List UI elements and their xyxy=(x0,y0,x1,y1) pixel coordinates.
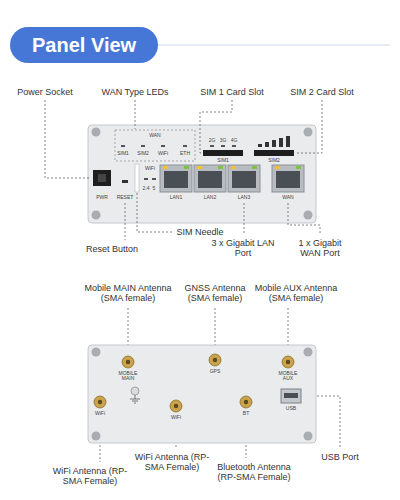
panel-marking: USB xyxy=(281,406,301,411)
panel-marking: WAN xyxy=(140,133,170,138)
callout-label: WiFi Antenna (RP-SMA Female) xyxy=(132,452,212,473)
panel-marking: WiFi xyxy=(90,411,110,416)
header-rule xyxy=(140,45,390,46)
panel-marking: LAN3 xyxy=(229,195,259,200)
panel-marking: 5 xyxy=(150,186,158,191)
panel-marking: 4G xyxy=(228,138,240,143)
callout-label: Mobile AUX Antenna (SMA female) xyxy=(248,283,344,304)
title-tag: Panel View xyxy=(10,27,158,63)
callout-label: WiFi Antenna (RP-SMA Female) xyxy=(50,466,130,487)
panel-marking: MOBILE AUX xyxy=(277,371,299,382)
panel-marking: WiFi xyxy=(166,415,186,420)
callout-label: Reset Button xyxy=(77,244,147,254)
panel-marking: BT xyxy=(238,411,254,416)
panel-marking: MOBILE MAIN xyxy=(117,371,139,382)
callout-label: SIM Needle xyxy=(172,227,228,237)
panel-marking: SIM1 xyxy=(208,158,238,163)
panel-marking: WAN xyxy=(273,195,303,200)
panel-marking: RESET xyxy=(114,195,136,200)
callout-label: 3 x Gigabit LAN Port xyxy=(206,238,280,259)
panel-marking: GPS xyxy=(205,369,225,374)
front-panel xyxy=(88,125,316,223)
callout-label: GNSS Antenna (SMA female) xyxy=(180,283,250,304)
panel-marking: SIM2 xyxy=(259,158,289,163)
callout-label: Power Socket xyxy=(5,87,85,97)
callout-label: Mobile MAIN Antenna (SMA female) xyxy=(80,283,176,304)
panel-marking: LAN2 xyxy=(195,195,225,200)
panel-marking: LAN1 xyxy=(161,195,191,200)
callout-label: SIM 1 Card Slot xyxy=(192,87,272,97)
panel-marking: PWR xyxy=(92,195,112,200)
panel-marking: WiFi xyxy=(142,166,158,171)
callout-label: Bluetooth Antenna (RP-SMA Female) xyxy=(214,462,294,483)
back-panel xyxy=(88,345,316,443)
panel-marking: 3G xyxy=(217,138,229,143)
panel-marking: SIM2 xyxy=(133,151,153,156)
leader-lines xyxy=(45,100,340,462)
callout-label: WAN Type LEDs xyxy=(95,87,175,97)
callout-label: USB Port xyxy=(312,452,368,462)
panel-marking: ETH xyxy=(175,151,195,156)
panel-marking: 2.4 xyxy=(141,186,151,191)
panel-marking: 2G xyxy=(206,138,218,143)
panel-marking: WiFi xyxy=(153,151,173,156)
panel-marking: SIM1 xyxy=(113,151,133,156)
callout-label: SIM 2 Card Slot xyxy=(282,87,362,97)
callout-label: 1 x Gigabit WAN Port xyxy=(287,238,353,259)
